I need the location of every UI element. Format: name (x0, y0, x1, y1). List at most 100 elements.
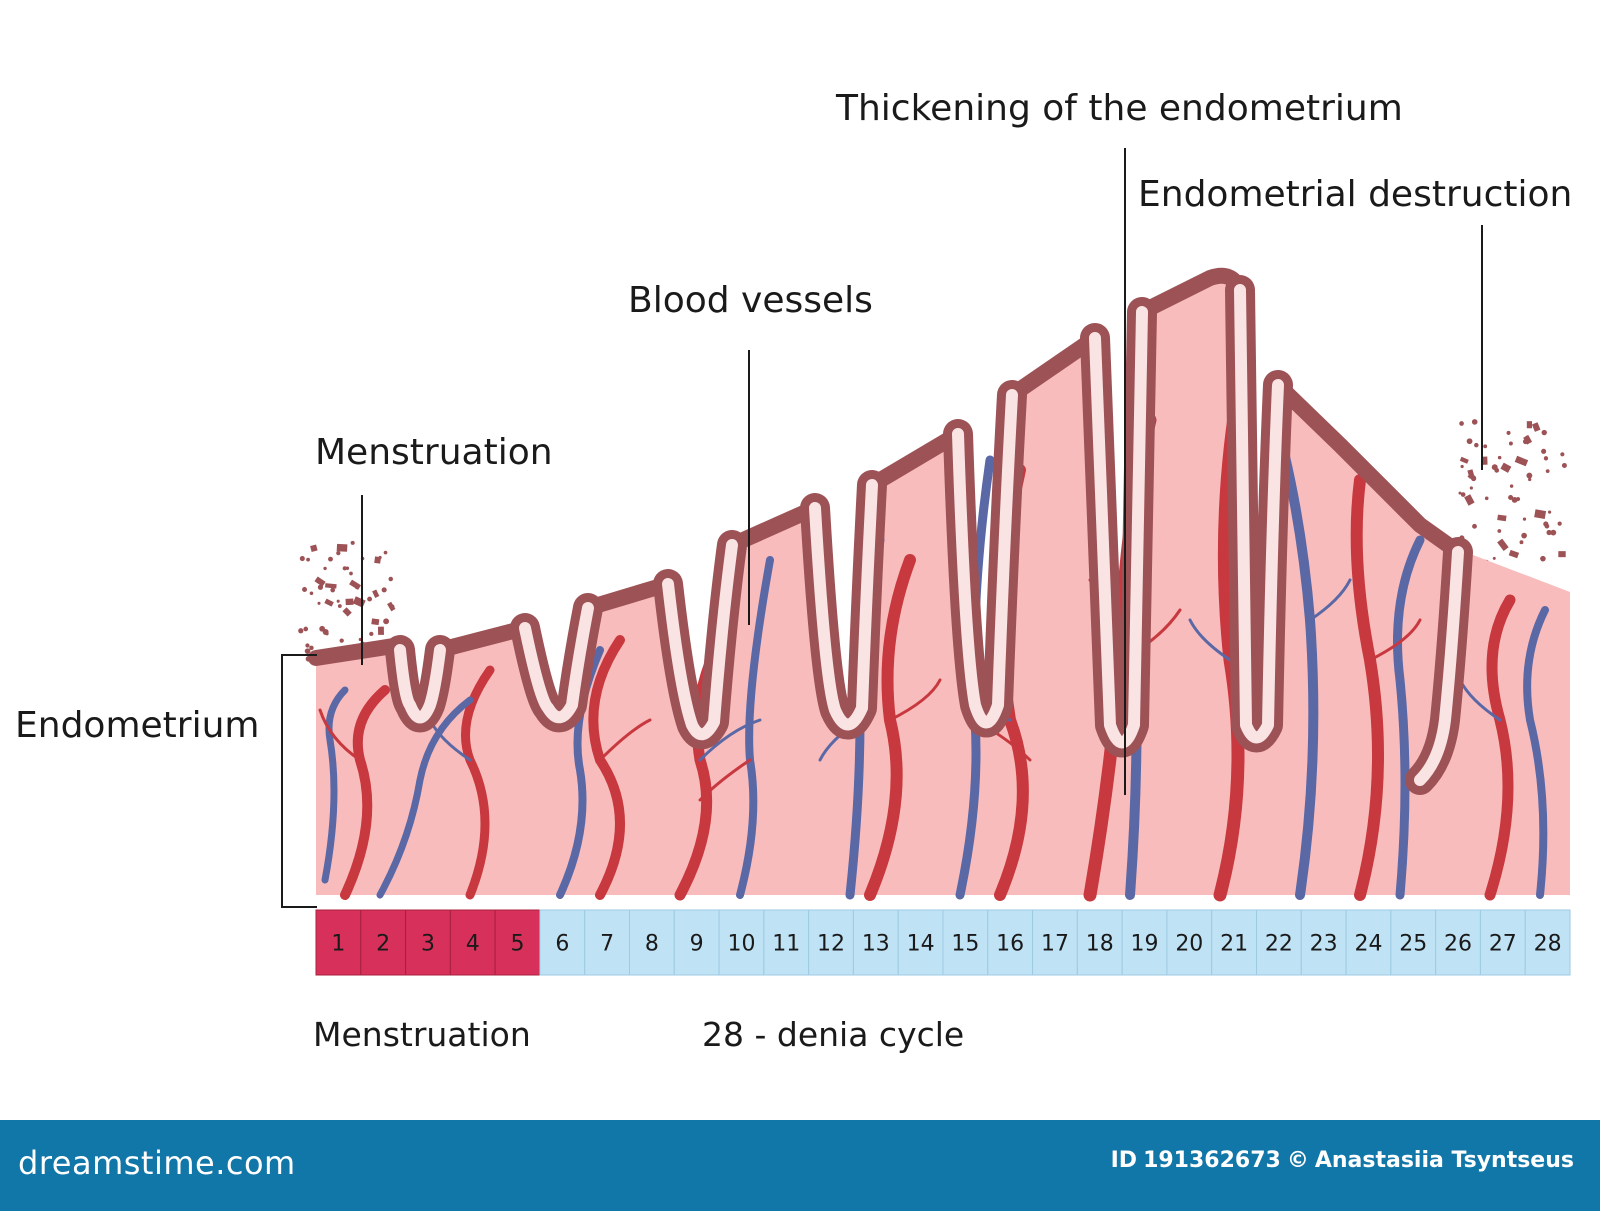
debris-dot (336, 599, 340, 603)
debris-dot (1524, 435, 1530, 441)
vein (321, 686, 349, 884)
debris-dot (1472, 523, 1477, 529)
debris-dot (1491, 464, 1498, 471)
debris-dot (1484, 496, 1489, 501)
day-cell (897, 909, 944, 976)
leader-lines (281, 148, 1483, 908)
day-label: 6 (555, 932, 569, 957)
day-cell (673, 909, 720, 976)
debris-fragment (1464, 494, 1475, 506)
day-label: 8 (645, 932, 659, 957)
day-cell (1211, 909, 1257, 976)
debris-fragment (1526, 421, 1532, 429)
day-label: 25 (1399, 932, 1427, 957)
debris-dot (1459, 421, 1464, 426)
day-label: 18 (1086, 932, 1114, 957)
gland-lumen (1414, 546, 1464, 786)
debris-dot (1460, 464, 1464, 469)
debris-dot (306, 557, 310, 562)
debris-fragment (387, 601, 396, 612)
day-label: 12 (817, 932, 845, 957)
debris-dot (1541, 429, 1547, 436)
day-cell (1256, 909, 1302, 976)
day-label: 28 (1534, 932, 1562, 957)
day-cell (763, 909, 810, 976)
debris-dot (298, 628, 304, 634)
debris-dot (381, 587, 387, 593)
debris-dot (1466, 438, 1473, 445)
debris-dot (1540, 555, 1546, 562)
gland-lumen (1089, 306, 1148, 749)
label-thickening: Thickening of the endometrium (836, 88, 1403, 129)
day-cell (1300, 909, 1347, 976)
debris-dot (337, 604, 342, 608)
vessel-branch (1188, 618, 1232, 662)
endometrium-surface (308, 267, 1466, 666)
debris-dot (1543, 521, 1549, 527)
debris-fragment (1558, 551, 1566, 558)
day-cell (449, 909, 496, 976)
day-cell (1524, 909, 1571, 976)
debris-dot (342, 566, 347, 571)
vein (1523, 606, 1549, 899)
debris-dot (1471, 419, 1478, 425)
day-label: 11 (772, 932, 800, 957)
debris-fragment (352, 596, 366, 608)
day-label: 16 (996, 932, 1024, 957)
debris-dot (367, 596, 373, 602)
debris-fragment (314, 576, 326, 587)
debris-dot (1508, 494, 1514, 500)
debris-fragment (1467, 469, 1475, 479)
label-destruction: Endometrial destruction (1138, 174, 1573, 215)
vessel-branch (1308, 578, 1352, 622)
vessel-branch (318, 708, 362, 762)
day-cell (808, 909, 854, 976)
debris-dot (1522, 517, 1527, 521)
debris-dot (303, 626, 309, 632)
day-label: 4 (466, 932, 480, 957)
debris-dot (1522, 438, 1529, 445)
debris-dot (305, 643, 310, 648)
day-cell (1390, 909, 1437, 976)
day-label: 20 (1175, 932, 1203, 957)
debris-dot (304, 648, 311, 654)
debris-dot (309, 645, 314, 651)
vein (1393, 535, 1425, 900)
vein (736, 556, 774, 899)
label-endometrium: Endometrium (15, 705, 260, 746)
debris-dot (1541, 448, 1547, 454)
debris-dot (299, 555, 305, 562)
debris-fragment (324, 598, 334, 607)
label-cycle: 28 - denia cycle (702, 1015, 965, 1054)
debris-dot (388, 576, 393, 582)
gland-lumen (1234, 284, 1284, 744)
debris-fragment (1534, 509, 1547, 519)
day-cell (405, 909, 451, 976)
debris-fragment (1500, 462, 1512, 473)
debris-dot (1469, 486, 1473, 490)
day-label: 3 (421, 932, 435, 957)
day-label: 19 (1131, 932, 1159, 957)
debris-fragment (374, 556, 382, 564)
debris-dot (309, 591, 314, 596)
debris-dot (328, 556, 333, 562)
debris-particles (298, 419, 1567, 665)
debris-fragment (1497, 538, 1509, 552)
debris-dot (339, 638, 344, 643)
gland-lumen (519, 602, 594, 724)
vessel-branch (888, 678, 942, 722)
id-prefix: ID (1110, 1148, 1138, 1173)
debris-fragment (1459, 456, 1469, 464)
vein (376, 696, 474, 899)
debris-fragment (1497, 514, 1507, 522)
day-cell (1076, 909, 1123, 976)
debris-dot (1543, 456, 1549, 461)
debris-dot (1526, 472, 1533, 479)
day-cell (629, 909, 675, 976)
label-menstruation-top: Menstruation (315, 432, 553, 473)
debris-dot (1483, 444, 1488, 449)
debris-dot (1519, 540, 1524, 545)
debris-dot (317, 601, 321, 605)
